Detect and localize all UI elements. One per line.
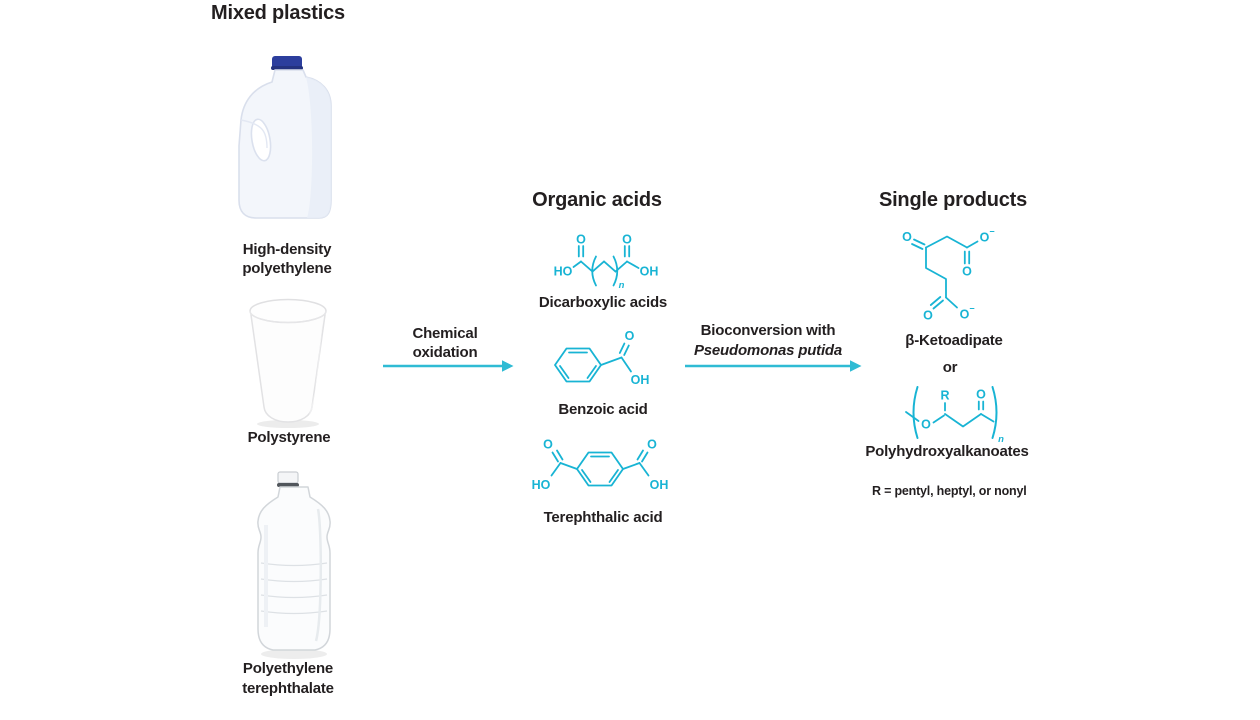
label-line: Chemical <box>412 325 478 342</box>
bottle-shadow <box>261 649 327 659</box>
atom-label-o: O <box>543 438 553 452</box>
atom-label-oh: OH <box>631 373 650 387</box>
structure-beta-ketoadipate: O O − O O O − <box>902 227 995 323</box>
label-line: polyethylene <box>242 260 332 277</box>
benzene-ring <box>554 347 602 383</box>
heading-single-products: Single products <box>878 189 1028 211</box>
caption-dicarboxylic-acids: Dicarboxylic acids <box>538 294 668 311</box>
water-bottle-image <box>257 471 331 659</box>
label-or: or <box>942 359 958 376</box>
benzene-ring <box>576 451 624 487</box>
foam-cup-image <box>249 298 327 428</box>
bottle-body <box>257 486 331 651</box>
label-line: oxidation <box>412 344 478 361</box>
subscript-n: n <box>998 434 1004 445</box>
structure-benzoic-acid: O OH <box>554 329 650 387</box>
atom-label-oh: OH <box>640 265 659 279</box>
label-pet: Polyethylene terephthalate <box>218 659 358 699</box>
cup-shadow <box>257 420 319 428</box>
structure-polyhydroxyalkanoates: n O R O <box>905 386 1004 445</box>
heading-organic-acids: Organic acids <box>532 189 662 211</box>
superscript-minus: − <box>989 227 994 237</box>
atom-label-o-minus: O <box>960 308 970 322</box>
label-hdpe: High-density polyethylene <box>217 240 357 278</box>
atom-label-o: O <box>923 309 933 323</box>
arrow-head <box>850 360 862 372</box>
atom-label-oh: OH <box>650 478 669 492</box>
atom-label-o-minus: O <box>980 231 990 245</box>
bottle-highlight <box>314 508 323 642</box>
jug-shading <box>306 77 331 218</box>
heading-mixed-plastics: Mixed plastics <box>211 2 345 24</box>
atom-label-o: O <box>976 388 986 402</box>
atom-label-o: O <box>647 438 657 452</box>
jug-handle-hole <box>250 118 272 162</box>
label-line: Bioconversion with <box>700 322 836 339</box>
caption-benzoic-acid: Benzoic acid <box>558 401 648 418</box>
structure-terephthalic-acid: O HO O OH <box>532 438 669 493</box>
label-line: Polyethylene <box>242 660 334 677</box>
caption-beta-ketoadipate: β-Ketoadipate <box>905 332 1003 349</box>
caption-terephthalic-acid: Terephthalic acid <box>543 509 663 526</box>
paren-open <box>912 386 919 439</box>
atom-label-o: O <box>576 233 586 247</box>
label-line: terephthalate <box>242 680 334 697</box>
atom-label-ho: HO <box>554 265 573 279</box>
label-r-note: R = pentyl, heptyl, or nonyl <box>872 484 1027 498</box>
paren-open <box>591 255 597 287</box>
atom-label-r: R <box>940 389 949 403</box>
label-chemical-oxidation: Chemical oxidation <box>385 324 505 362</box>
chemical-oxidation-arrow <box>383 360 514 372</box>
milk-jug-image <box>238 56 332 219</box>
jug-shoulder-line <box>240 119 268 149</box>
atom-label-o: O <box>962 265 972 279</box>
atom-label-o: O <box>902 230 912 244</box>
subscript-n: n <box>619 280 625 291</box>
paren-close <box>612 255 619 287</box>
label-line-species-name: Pseudomonas putida <box>693 342 843 359</box>
jug-cap-ring <box>271 66 303 70</box>
arrow-head <box>502 360 514 372</box>
atom-label-ho: HO <box>532 478 551 492</box>
bottle-cap-ring <box>277 483 299 487</box>
atom-label-o: O <box>625 329 635 343</box>
structure-dicarboxylic-acids: HO O n O OH <box>554 233 659 292</box>
label-line: High-density <box>242 241 332 258</box>
atom-label-o: O <box>622 233 632 247</box>
cup-rim-lip <box>249 310 327 324</box>
caption-polyhydroxyalkanoates: Polyhydroxyalkanoates <box>865 443 1029 460</box>
label-polystyrene: Polystyrene <box>247 429 331 446</box>
label-bioconversion: Bioconversion with Pseudomonas putida <box>681 321 855 361</box>
superscript-minus: − <box>969 304 974 314</box>
paren-close <box>991 386 998 439</box>
jug-cap <box>272 56 302 69</box>
bioconversion-arrow <box>685 360 862 372</box>
atom-label-o: O <box>921 418 931 432</box>
